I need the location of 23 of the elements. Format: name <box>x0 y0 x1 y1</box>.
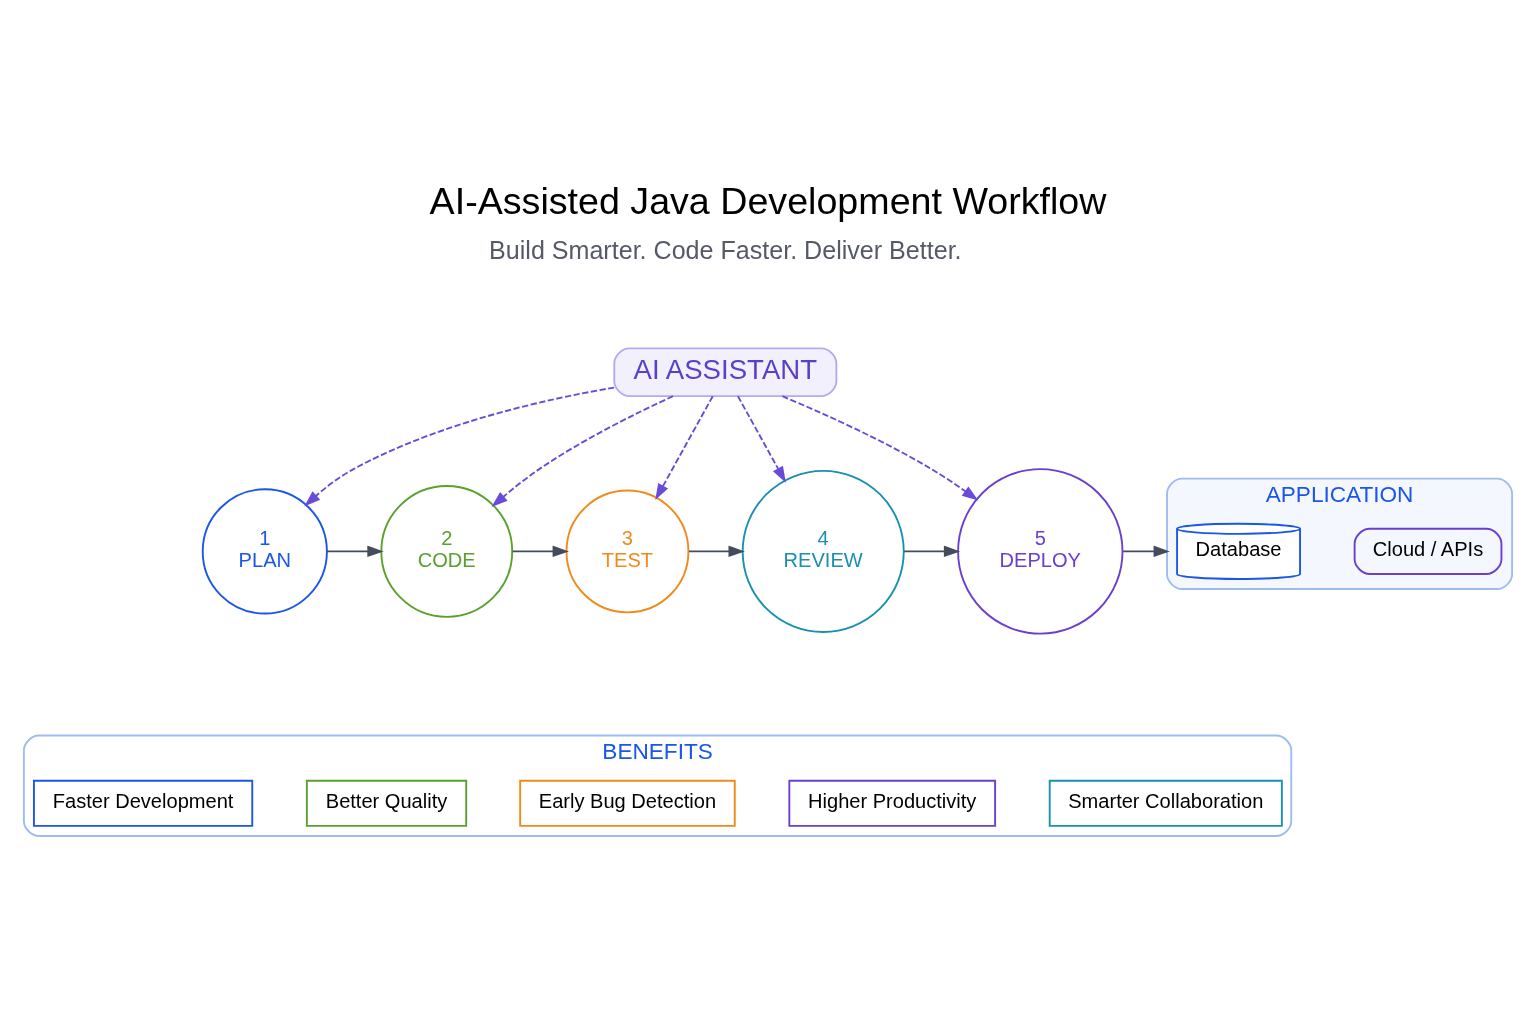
node-box: Better Quality <box>305 779 468 827</box>
arrow <box>737 394 786 483</box>
node-circle: 5 DEPLOY <box>957 467 1124 635</box>
diagram-title: AI-Assisted Java Development Workflow <box>429 179 1107 222</box>
arrow <box>655 394 714 500</box>
node-circle: 2 CODE <box>380 484 514 618</box>
node-circle: 4 REVIEW <box>741 469 905 633</box>
arrow <box>688 545 745 557</box>
label: Build Smarter. Code Faster. Deliver Better. <box>489 235 962 264</box>
arrow <box>326 545 384 557</box>
node-box: AI ASSISTANT <box>613 347 838 397</box>
arrow <box>781 394 979 501</box>
arrow <box>304 386 616 506</box>
arrow <box>511 545 569 557</box>
arrow <box>903 545 961 557</box>
arrow <box>491 394 674 507</box>
node-box: Higher Productivity <box>788 779 997 827</box>
node-box: Cloud / APIs <box>1353 527 1503 575</box>
node-circle: 3 TEST <box>565 489 690 613</box>
node-box: Smarter Collaboration <box>1048 779 1283 827</box>
arrow <box>1122 545 1170 557</box>
node-box: Faster Development <box>33 779 254 827</box>
node-box: Early Bug Detection <box>519 779 736 827</box>
